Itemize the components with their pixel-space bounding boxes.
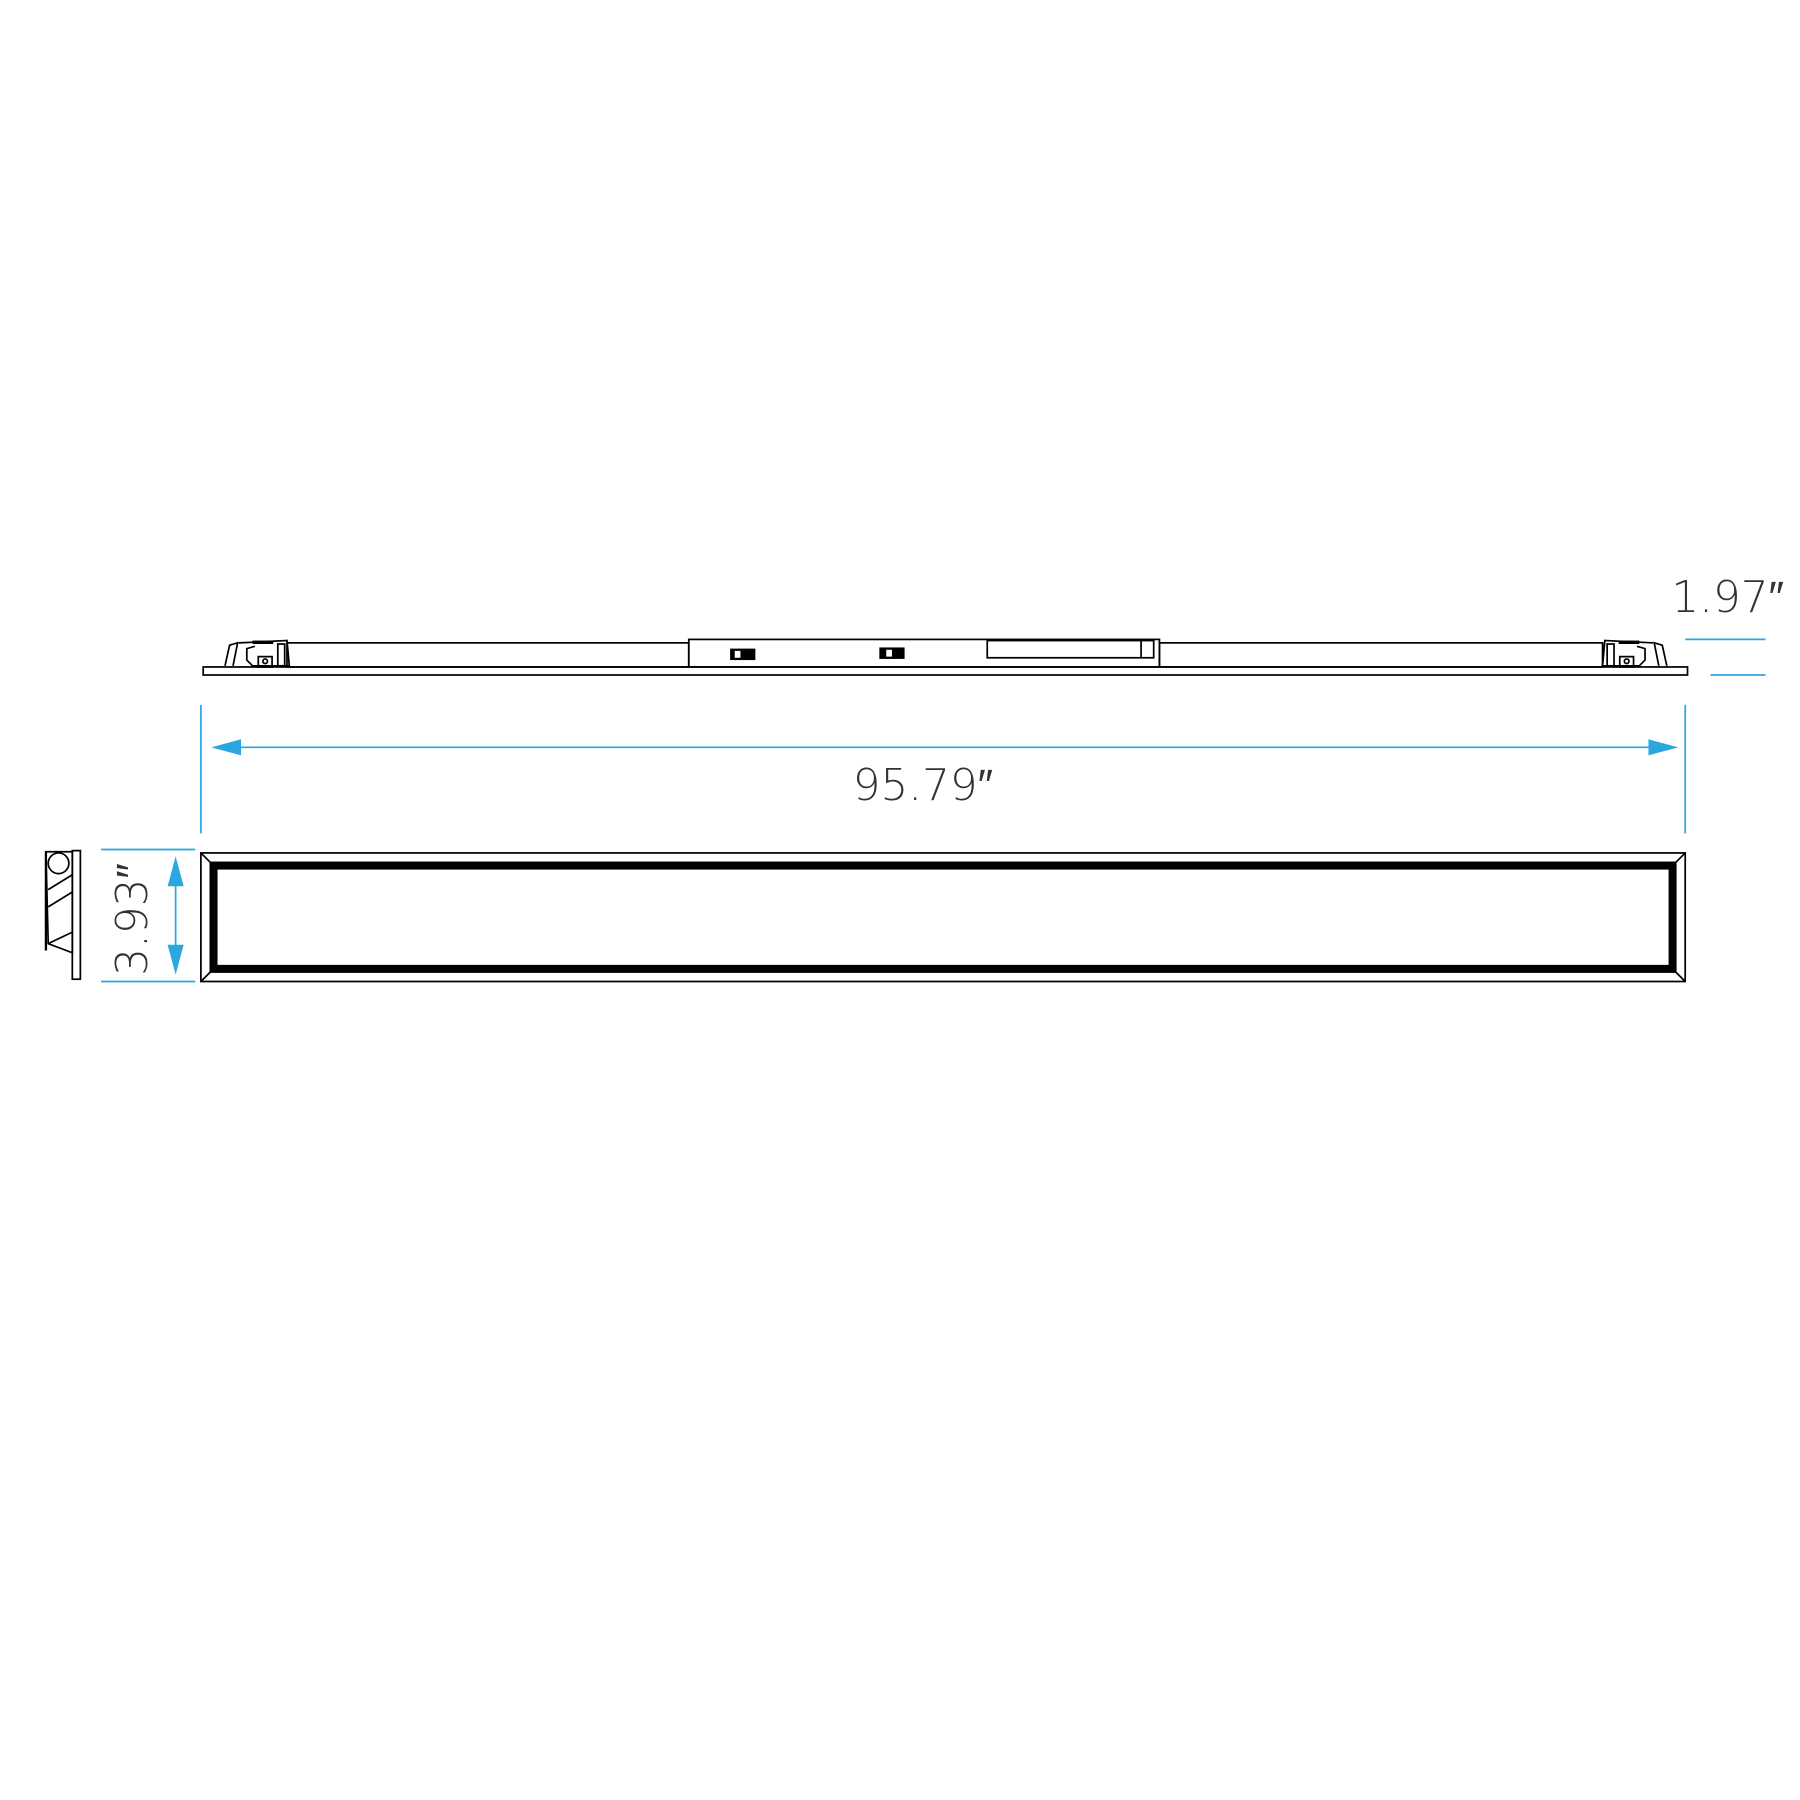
arrow-left (211, 739, 242, 756)
end-view (44, 849, 82, 981)
length-label: 95.79″ (853, 761, 993, 811)
side-elevation-view (202, 638, 1689, 676)
length-dimension: 95.79″ (200, 704, 1687, 834)
housing-right (1158, 641, 1604, 668)
arrow-right (1648, 739, 1679, 756)
driver-box (687, 638, 1161, 668)
connector-1 (730, 648, 756, 661)
width-label: 3.93″ (108, 863, 158, 976)
height-dimension: 1.97″ (1671, 573, 1784, 676)
height-label: 1.97″ (1671, 573, 1784, 623)
mounting-clip-right (1601, 639, 1668, 668)
fixture-flange (202, 666, 1689, 676)
lens-frame (209, 861, 1677, 973)
mounting-clip-left (224, 639, 291, 668)
width-dimension: 3.93″ (101, 848, 196, 983)
driver (986, 639, 1155, 659)
housing-left (286, 641, 690, 668)
plan-view (200, 852, 1687, 983)
